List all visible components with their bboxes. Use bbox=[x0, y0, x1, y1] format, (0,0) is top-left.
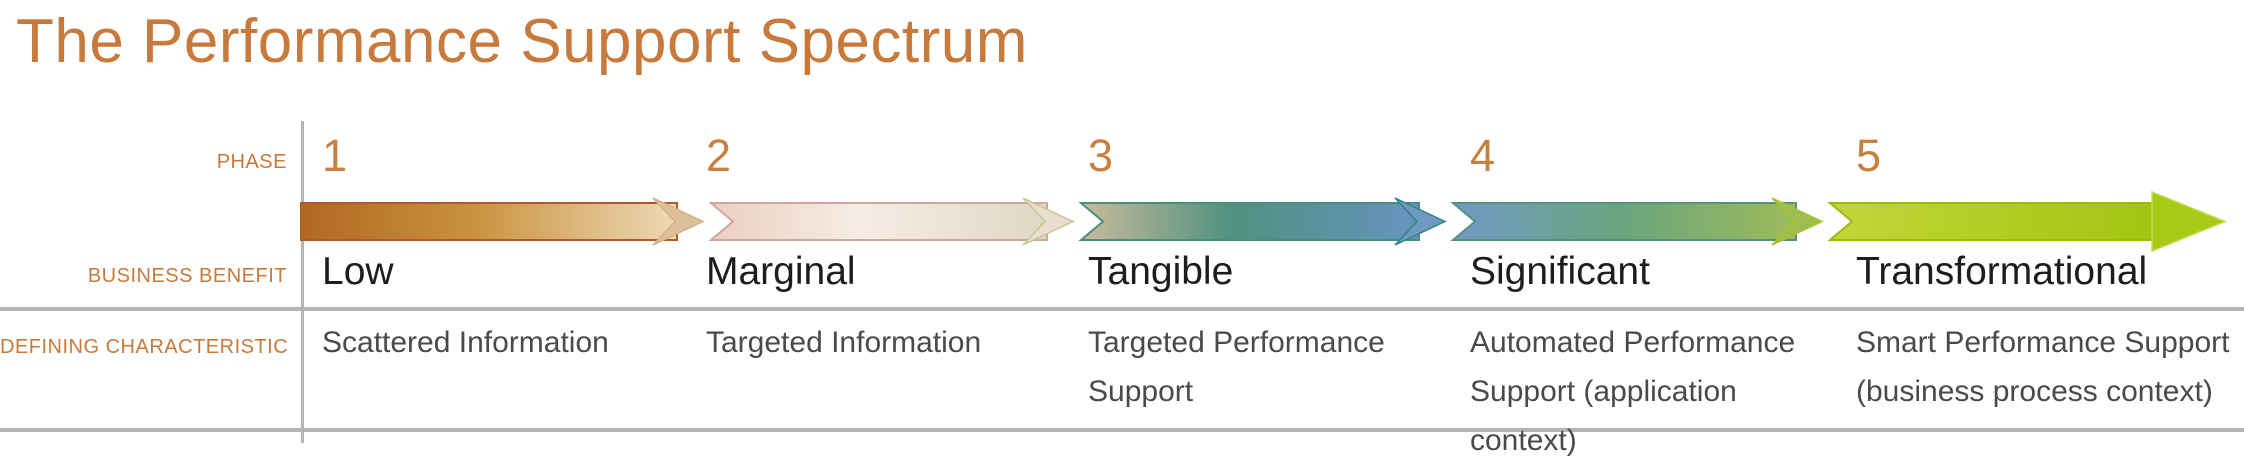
phase-number-3: 3 bbox=[1088, 130, 1114, 181]
characteristic-label-2: Targeted Information bbox=[706, 326, 982, 359]
page-title: The Performance Support Spectrum bbox=[16, 7, 1028, 76]
benefit-label-1: Low bbox=[322, 250, 394, 293]
arrow-head-icon bbox=[2151, 190, 2228, 253]
arrow-segment-1 bbox=[300, 202, 678, 241]
divider-line-top bbox=[0, 307, 2244, 311]
row-label-defining-characteristic: DEFINING CHARACTERISTIC bbox=[0, 336, 289, 358]
spectrum-arrow bbox=[300, 190, 2228, 253]
arrow-segment-2 bbox=[708, 202, 1048, 241]
characteristic-label-5: Smart Performance Support (business proc… bbox=[1856, 326, 2230, 408]
arrow-chevron-3 bbox=[1394, 197, 1447, 246]
phase-number-4: 4 bbox=[1470, 130, 1496, 181]
phase-number-5: 5 bbox=[1856, 130, 1882, 181]
arrow-chevron-4 bbox=[1771, 197, 1824, 246]
arrow-segment-3 bbox=[1078, 202, 1420, 241]
benefit-label-5: Transformational bbox=[1856, 250, 2148, 293]
arrow-segment-4 bbox=[1450, 202, 1797, 241]
axis-vertical-line bbox=[301, 121, 304, 443]
benefit-label-4: Significant bbox=[1470, 250, 1650, 293]
divider-line-bottom bbox=[0, 428, 2244, 432]
characteristic-label-3: Targeted Performance Support bbox=[1088, 326, 1385, 408]
row-label-phase: PHASE bbox=[216, 151, 287, 173]
phase-number-1: 1 bbox=[322, 130, 348, 181]
benefit-label-3: Tangible bbox=[1088, 250, 1234, 293]
arrow-segment-5 bbox=[1827, 202, 2153, 241]
arrow-chevron-1 bbox=[652, 197, 705, 246]
arrow-chevron-2 bbox=[1022, 197, 1075, 246]
row-label-business-benefit: BUSINESS BENEFIT bbox=[87, 265, 287, 287]
phase-number-2: 2 bbox=[706, 130, 732, 181]
benefit-label-2: Marginal bbox=[706, 250, 856, 293]
characteristic-label-4: Automated Performance Support (applicati… bbox=[1470, 326, 1796, 457]
characteristic-label-1: Scattered Information bbox=[322, 326, 609, 359]
